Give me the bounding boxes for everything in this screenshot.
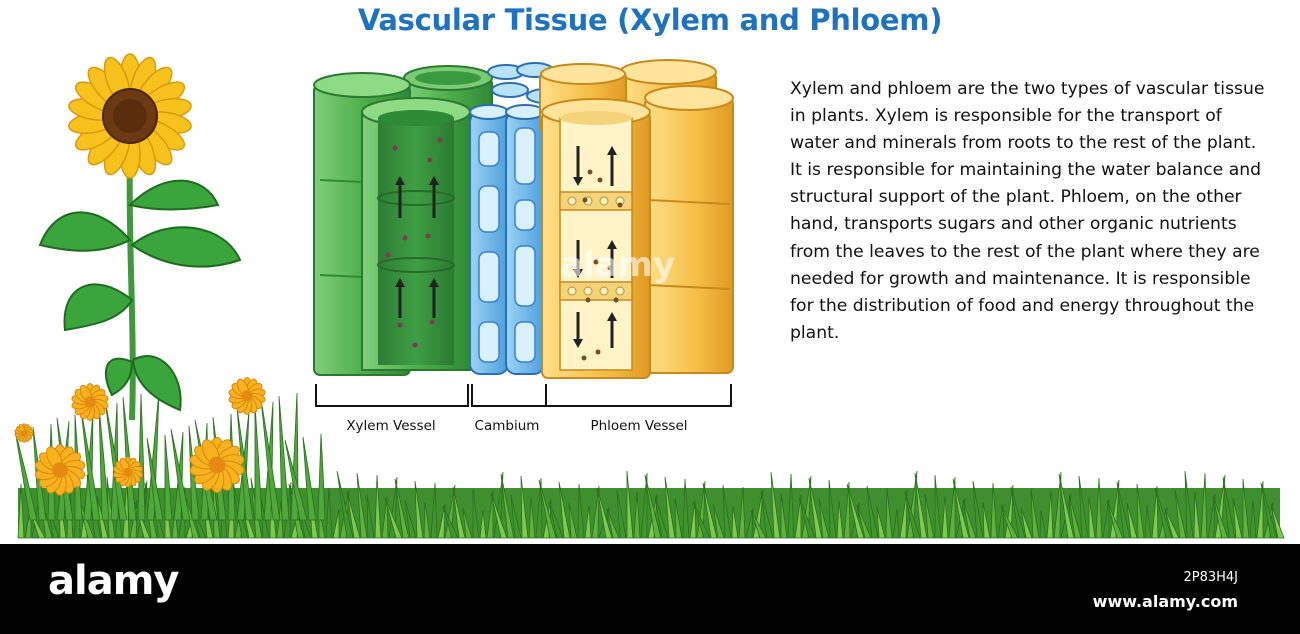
label-brackets [315, 384, 732, 407]
grass-icon [14, 390, 1285, 539]
footer-url: www.alamy.com [1092, 592, 1238, 611]
footer-logo: alamy [48, 558, 179, 604]
cambium-cells [469, 62, 564, 375]
page-title: Vascular Tissue (Xylem and Phloem) [357, 3, 943, 37]
label-xylem: Xylem Vessel [346, 418, 435, 434]
label-cambium: Cambium [475, 418, 540, 434]
diagram-scene: Xylem Vessel Cambium Phloem Vessel [14, 53, 1285, 539]
footer-bar: alamy 2P83H4J www.alamy.com [0, 544, 1300, 634]
sunflower-icon [38, 53, 242, 421]
phloem-vessel [539, 59, 734, 379]
description-text: Xylem and phloem are the two types of va… [790, 79, 1265, 343]
footer-image-id: 2P83H4J [1183, 570, 1238, 585]
xylem-vessel [313, 65, 493, 376]
label-phloem: Phloem Vessel [590, 418, 687, 434]
marigold-icon [14, 377, 266, 496]
watermark: alamy [560, 245, 676, 285]
